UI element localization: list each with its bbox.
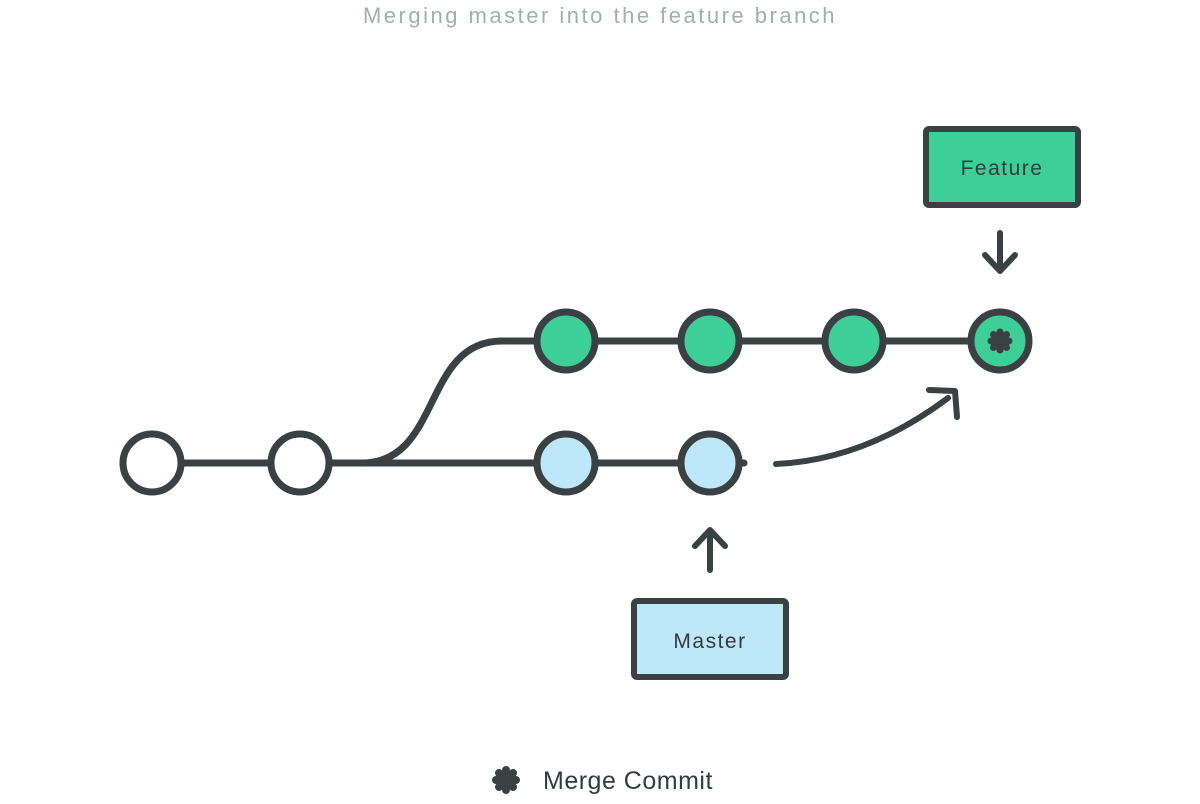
master-label: Master (631, 598, 789, 680)
base-commits (119, 430, 333, 496)
arrow-down-to-merge-commit-icon (982, 230, 1018, 274)
commit-node-base-1 (119, 430, 185, 496)
master-label-text: Master (673, 630, 746, 653)
diagram-title: Merging master into the feature branch (363, 3, 837, 28)
merge-commit-asterisk-icon (987, 328, 1013, 354)
feature-label-text: Feature (961, 157, 1044, 180)
arrows (692, 230, 1018, 573)
legend-merge-commit-asterisk-icon (492, 766, 520, 794)
commit-node-feature-1 (533, 308, 599, 374)
arrow-up-to-master-icon (692, 527, 728, 573)
feature-label: Feature (923, 126, 1081, 208)
legend: Merge Commit (492, 766, 713, 795)
commit-node-master-2 (677, 430, 743, 496)
commit-node-master-1 (533, 430, 599, 496)
arrow-master-to-merge-icon (773, 387, 960, 467)
commit-node-base-2 (267, 430, 333, 496)
commit-node-feature-3 (821, 308, 887, 374)
branch-split-curve (358, 337, 506, 467)
feature-label-box (923, 126, 1081, 208)
legend-label: Merge Commit (543, 767, 713, 795)
master-label-box (631, 598, 789, 680)
feature-commits (533, 308, 1033, 374)
commit-node-feature-2 (677, 308, 743, 374)
master-commits (533, 430, 743, 496)
